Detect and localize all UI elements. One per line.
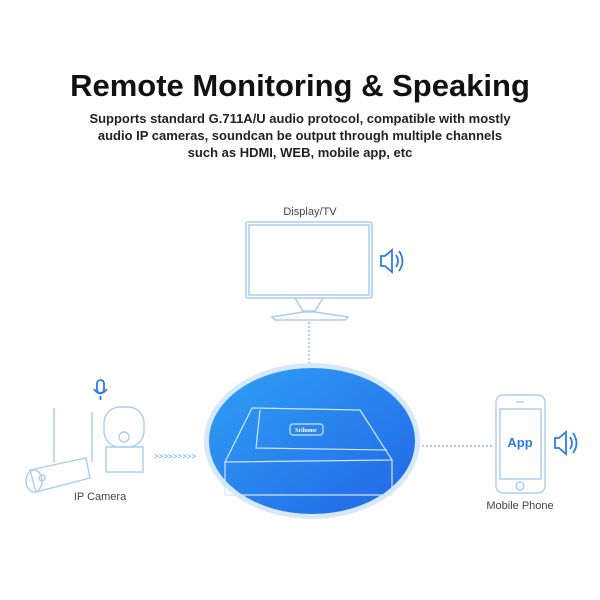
subtitle-line: Supports standard G.711A/U audio protoco… (89, 111, 511, 126)
subtitle: Supports standard G.711A/U audio protoco… (60, 110, 540, 161)
page-title: Remote Monitoring & Speaking (70, 68, 530, 103)
display-label: Display/TV (283, 206, 337, 218)
subtitle-line: such as HDMI, WEB, mobile app, etc (187, 145, 413, 160)
nvr-icon: Srihome (204, 363, 420, 519)
microphone-icon (93, 379, 108, 400)
speaker-icon (380, 248, 404, 274)
mobile-phone-icon (495, 394, 546, 494)
phone-label: Mobile Phone (486, 500, 554, 512)
brand-logo: Srihome (295, 428, 317, 434)
subtitle-line: audio IP cameras, soundcan be output thr… (97, 128, 503, 143)
ip-camera-icon (25, 406, 145, 493)
app-label: App (507, 435, 532, 450)
tv-icon (245, 221, 373, 321)
speaker-icon (554, 430, 578, 456)
chevrons-arrow: >>>>>>>>> (154, 452, 196, 461)
camera-label: IP Camera (73, 491, 127, 503)
